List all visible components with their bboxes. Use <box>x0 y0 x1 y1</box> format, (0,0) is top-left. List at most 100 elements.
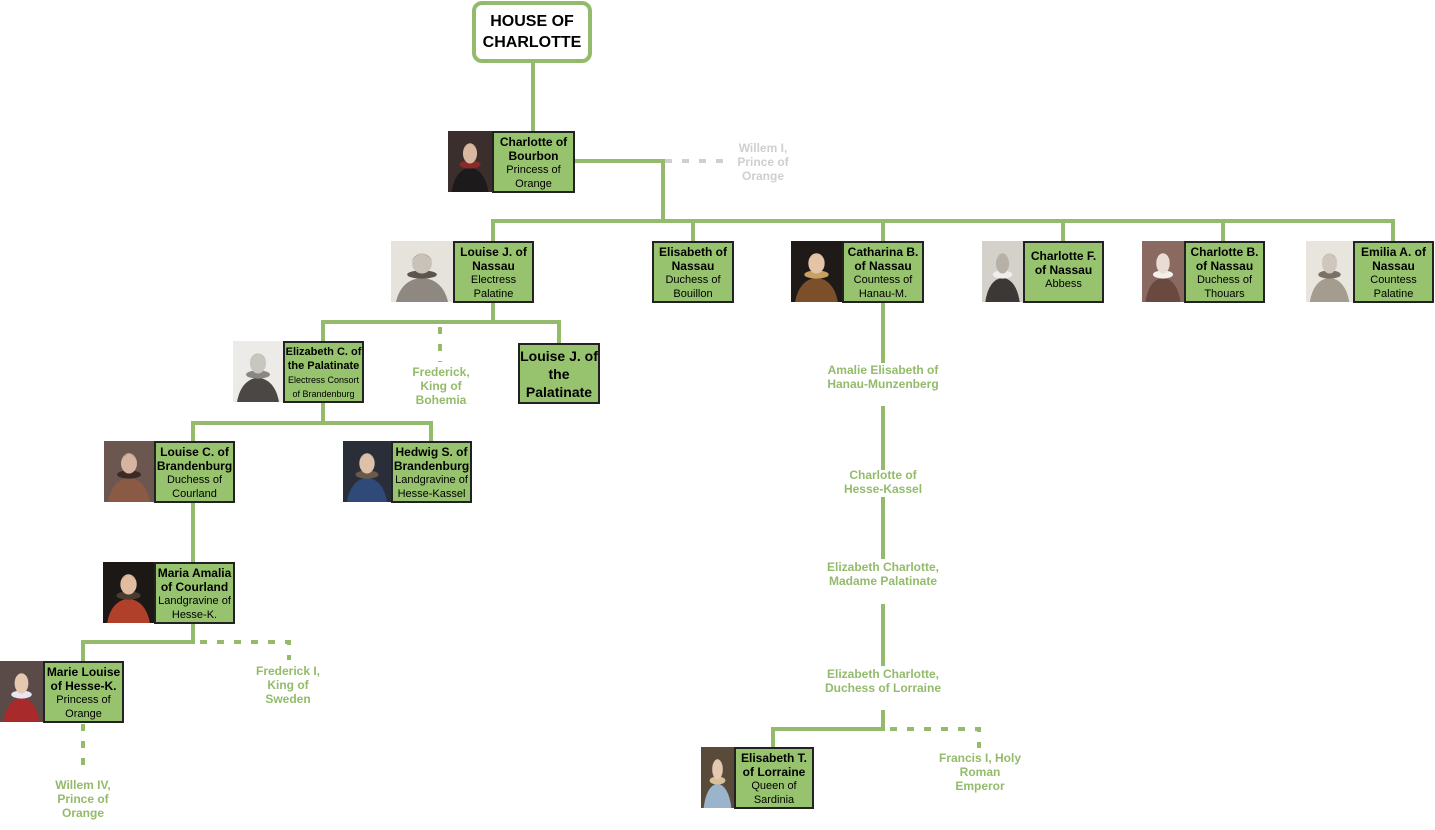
node-name: Emilia A. of Nassau <box>1361 245 1426 273</box>
portrait-hair <box>358 454 376 462</box>
node-name: Maria Amalia of Courland <box>157 566 232 594</box>
portrait-body <box>3 697 40 722</box>
portrait-charlotte-bourbon <box>448 131 492 192</box>
connector-maria-marie-louise <box>81 622 195 663</box>
label-frederick-sweden: Frederick I, King of Sweden <box>255 664 321 706</box>
root-title-box: HOUSE OF CHARLOTTE <box>472 1 592 63</box>
node-title: Duchess of Courland <box>166 474 223 500</box>
node-title: Landgravine of Hesse-K. <box>158 595 231 621</box>
label-francis-i: Francis I, Holy Roman Emperor <box>938 751 1022 793</box>
portrait-hair <box>249 354 267 362</box>
node-name: Louise C. of Brandenburg <box>156 445 233 473</box>
portrait-hair <box>13 674 30 682</box>
portrait-figure <box>0 661 43 722</box>
node-elisabeth-therese[interactable]: Elisabeth T. of Lorraine Queen of Sardin… <box>734 747 814 809</box>
node-maria-amalia[interactable]: Maria Amalia of Courland Landgravine of … <box>154 562 235 624</box>
portrait-face <box>121 453 137 474</box>
node-name: Charlotte B. of Nassau <box>1190 245 1259 273</box>
portrait-body <box>451 167 489 192</box>
portrait-elisabeth-therese <box>701 747 734 808</box>
portrait-body <box>1145 277 1181 302</box>
node-louise-juliana[interactable]: Louise J. of Nassau Electress Palatine <box>453 241 534 303</box>
node-name: Hedwig S. of Brandenburg <box>393 445 470 473</box>
portrait-collar <box>117 470 141 479</box>
portrait-body <box>107 598 150 623</box>
connector-to-hedwig <box>321 421 433 443</box>
portrait-collar <box>407 270 437 279</box>
node-louise-juliana-palatinate[interactable]: Louise J. of the Palatinate <box>518 343 600 404</box>
portrait-hair <box>410 254 434 262</box>
node-hedwig-sophie[interactable]: Hedwig S. of Brandenburg Landgravine of … <box>391 441 472 503</box>
portrait-collar <box>1152 270 1174 279</box>
portrait-face <box>14 673 29 694</box>
portrait-body <box>346 477 388 502</box>
portrait-figure <box>701 747 734 808</box>
portrait-hair <box>1155 254 1171 262</box>
node-title: Electress Palatine <box>470 274 517 300</box>
node-emilia-antwerpiana[interactable]: Emilia A. of Nassau Countess Palatine <box>1353 241 1434 303</box>
portrait-hair <box>711 760 724 768</box>
portrait-face <box>712 759 723 780</box>
node-title: Duchess of Bouillon <box>665 274 721 300</box>
node-elisabeth-nassau[interactable]: Elisabeth of Nassau Duchess of Bouillon <box>652 241 734 303</box>
node-name: Catharina B. of Nassau <box>847 245 919 273</box>
portrait-figure <box>1142 241 1184 302</box>
portrait-face <box>412 253 432 274</box>
portrait-face <box>1156 253 1170 274</box>
node-title: Electress Consort of Brandenburg <box>287 375 360 399</box>
portrait-collar <box>992 270 1013 279</box>
node-name: Charlotte of Bourbon <box>499 135 568 163</box>
node-name: Elisabeth T. of Lorraine <box>740 751 808 779</box>
portrait-collar <box>1318 270 1341 279</box>
portrait-charlotte-brabantina <box>1142 241 1184 302</box>
connector-louise-juliana-children <box>321 301 495 343</box>
node-marie-louise[interactable]: Marie Louise of Hesse-K. Princess of Ora… <box>43 661 124 723</box>
label-ec-madame: Elizabeth Charlotte, Madame Palatinate <box>826 560 939 588</box>
portrait-collar <box>804 270 829 279</box>
portrait-face <box>995 253 1010 274</box>
solid-connectors <box>81 61 1395 749</box>
portrait-face <box>1321 253 1338 274</box>
label-amalie-elisabeth: Amalie Elisabeth of Hanau-Munzenberg <box>827 363 939 391</box>
portrait-figure <box>343 441 391 502</box>
label-ec-lorraine: Elizabeth Charlotte, Duchess of Lorraine <box>824 667 942 695</box>
portrait-figure <box>103 562 154 623</box>
portrait-collar <box>709 776 726 785</box>
node-catharina-belgica[interactable]: Catharina B. of Nassau Countess of Hanau… <box>842 241 924 303</box>
node-name: Louise J. of Nassau <box>460 245 527 273</box>
label-willem-iv: Willem IV, Prince of Orange <box>55 778 111 820</box>
portrait-figure <box>982 241 1023 302</box>
portrait-hair <box>120 454 138 462</box>
portrait-body <box>395 277 449 302</box>
portrait-body <box>108 477 150 502</box>
portrait-body <box>237 377 279 402</box>
node-elizabeth-charlotte-pal[interactable]: Elizabeth C. of the Palatinate Electress… <box>283 341 364 403</box>
portrait-figure <box>391 241 453 302</box>
portrait-figure <box>791 241 842 302</box>
label-willem-i: Willem I, Prince of Orange <box>737 141 789 183</box>
portrait-body <box>1309 277 1350 302</box>
node-charlotte-brabantina[interactable]: Charlotte B. of Nassau Duchess of Thouar… <box>1184 241 1265 303</box>
node-title: Princess of Orange <box>56 694 111 720</box>
portrait-elizabeth-charlotte-pal <box>233 341 283 402</box>
node-title: Princess of Orange <box>506 164 561 190</box>
node-title: Queen of Sardinia <box>751 780 797 806</box>
portrait-collar <box>116 591 141 600</box>
node-charlotte-flandrina[interactable]: Charlotte F. of Nassau Abbess <box>1023 241 1104 303</box>
node-louise-charlotte[interactable]: Louise C. of Brandenburg Duchess of Cour… <box>154 441 235 503</box>
node-title: Abbess <box>1045 278 1082 290</box>
node-title: Duchess of Thouars <box>1196 274 1253 300</box>
connector-charlotte-children <box>573 159 665 223</box>
portrait-hair <box>1321 254 1338 262</box>
portrait-maria-amalia <box>103 562 154 623</box>
portrait-louise-juliana <box>391 241 453 302</box>
portrait-face <box>120 574 137 595</box>
connector-elizabeth-c-children <box>191 401 325 443</box>
portrait-body <box>703 783 732 808</box>
portrait-collar <box>246 370 270 379</box>
portrait-louise-charlotte <box>104 441 154 502</box>
dotted-frederick-sweden <box>200 640 291 660</box>
portrait-emilia-antwerpiana <box>1306 241 1353 302</box>
node-charlotte-bourbon[interactable]: Charlotte of Bourbon Princess of Orange <box>492 131 575 193</box>
